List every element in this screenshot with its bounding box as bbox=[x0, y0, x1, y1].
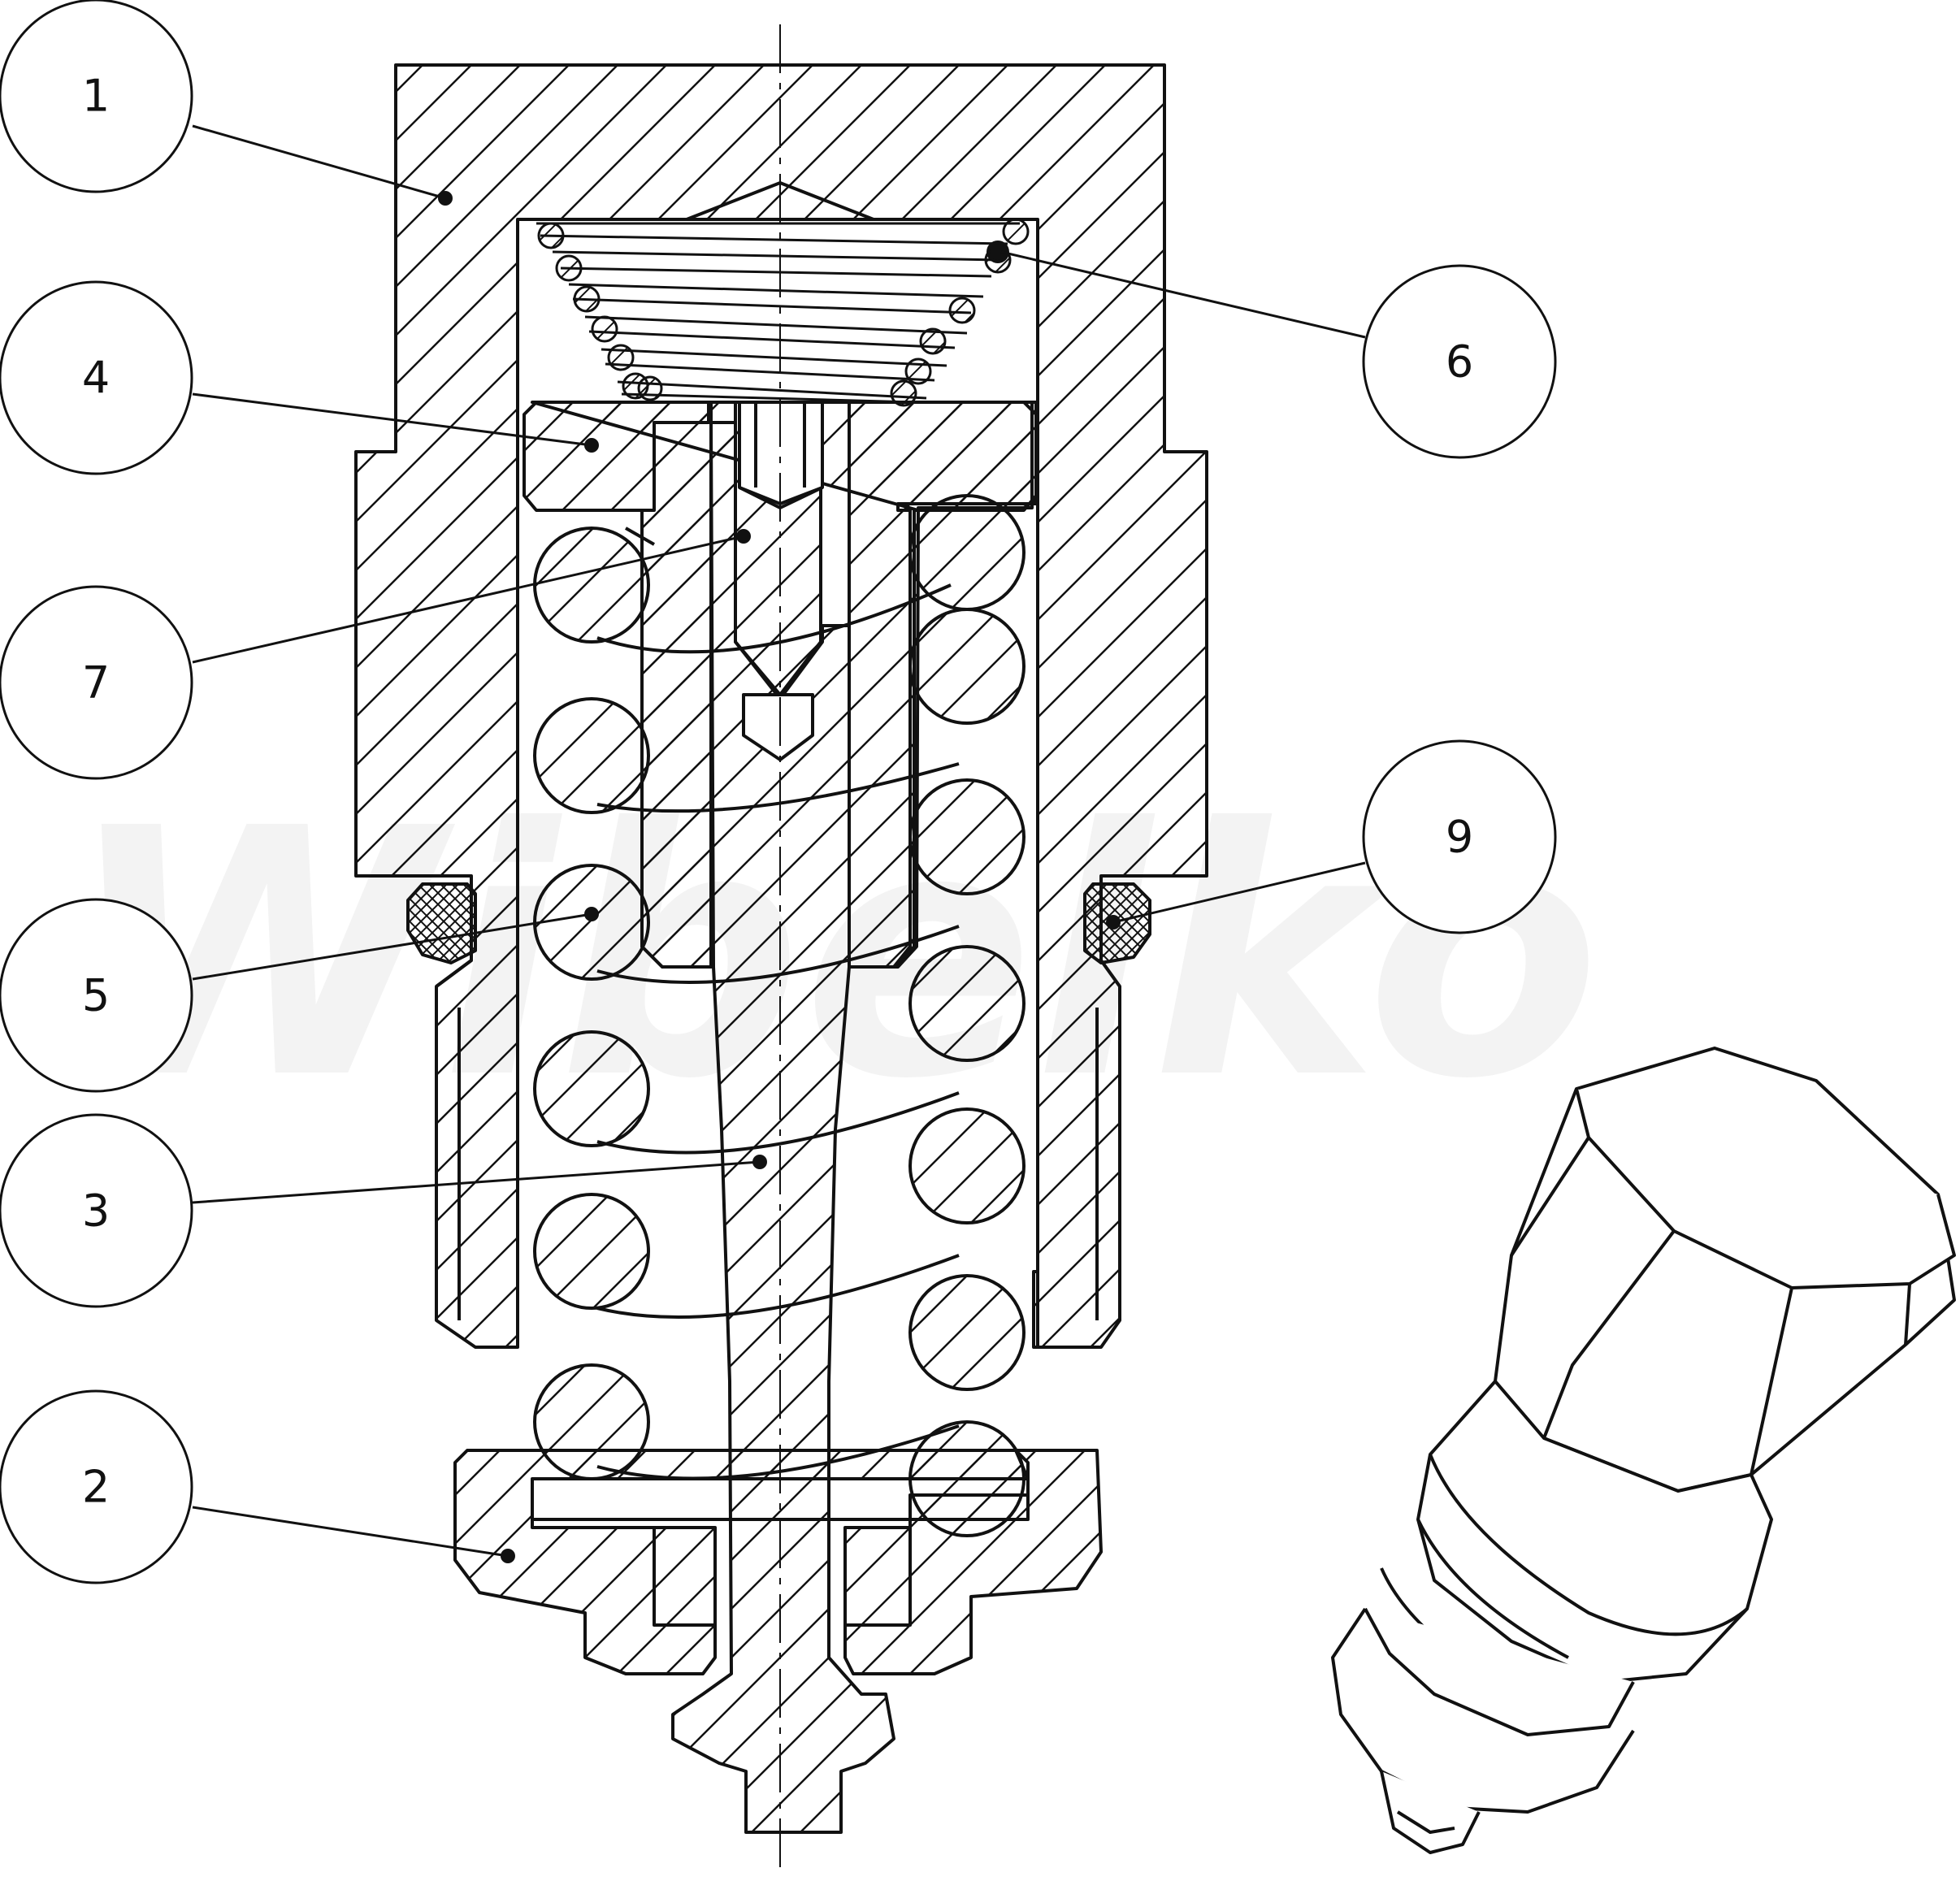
callout-circle-6 bbox=[1362, 264, 1557, 459]
leader-6 bbox=[1000, 250, 1366, 339]
callout-label-3: 3 bbox=[82, 1185, 110, 1237]
callout-label-2: 2 bbox=[82, 1462, 110, 1513]
small-spring-marker bbox=[987, 241, 1009, 263]
callout-label-6: 6 bbox=[1446, 336, 1473, 388]
valve-stem-tip bbox=[1380, 1770, 1481, 1854]
callout-label-1: 1 bbox=[82, 71, 110, 122]
leader-7 bbox=[192, 535, 744, 664]
leader-lines bbox=[192, 124, 1366, 1558]
housing-sleeve-inner bbox=[457, 1008, 1099, 1320]
leader-9 bbox=[1112, 861, 1366, 924]
plunger bbox=[671, 421, 895, 1834]
callout-labels: 1 4 7 5 3 2 6 9 bbox=[82, 71, 1473, 1513]
callout-circle-5 bbox=[0, 898, 193, 1093]
callout-label-7: 7 bbox=[82, 657, 110, 709]
callout-circle-1 bbox=[0, 0, 193, 193]
callout-label-9: 9 bbox=[1446, 812, 1473, 863]
valve-3d-view bbox=[1331, 1047, 1956, 1854]
main-spring bbox=[533, 494, 1026, 1537]
leader-3 bbox=[192, 1160, 761, 1204]
callout-label-4: 4 bbox=[82, 353, 110, 404]
callout-circle-7 bbox=[0, 585, 193, 780]
guide-pin-bore bbox=[738, 401, 824, 505]
bottom-cap bbox=[453, 1449, 1103, 1675]
callout-circle-2 bbox=[0, 1389, 193, 1584]
small-spring bbox=[536, 218, 1030, 407]
leader-4 bbox=[192, 392, 592, 447]
valve-body-rings bbox=[1364, 1454, 1749, 1728]
valve-stem-3d bbox=[1331, 1607, 1635, 1814]
leader-dots bbox=[438, 191, 1121, 1563]
callout-circle-9 bbox=[1362, 739, 1557, 934]
callout-label-5: 5 bbox=[82, 970, 110, 1021]
plunger-tip-bore bbox=[742, 693, 814, 761]
callout-circle-3 bbox=[0, 1113, 193, 1308]
leader-5 bbox=[192, 912, 592, 981]
leader-2 bbox=[192, 1506, 509, 1558]
leader-1 bbox=[192, 124, 446, 200]
callout-circles bbox=[0, 0, 1557, 1584]
hex-nut-face bbox=[1510, 1088, 1956, 1476]
callout-circle-4 bbox=[0, 280, 193, 475]
